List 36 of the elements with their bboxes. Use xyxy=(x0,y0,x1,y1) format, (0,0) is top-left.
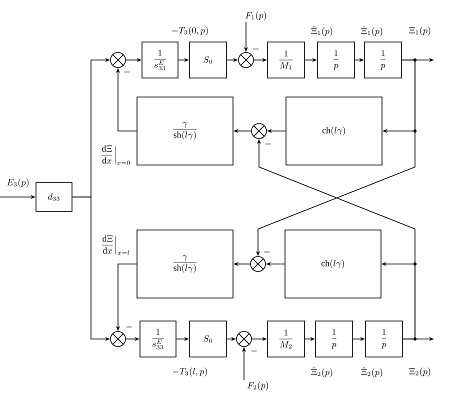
transfer-block: $\frac{\gamma}{\mathrm{sh}(l\gamma)}$ xyxy=(136,230,234,298)
derivative-label: $\left.\frac{\mathrm{d}\Xi}{\mathrm{d}x}\right|_{x=l}$ xyxy=(102,235,130,255)
summing-junction xyxy=(238,52,254,68)
input-label: $F_1(p)$ xyxy=(245,12,266,20)
summing-junction xyxy=(236,331,252,347)
signal-label: $\Xi_1(p)$ xyxy=(409,26,430,36)
signal-label: $\ddot{\Xi}_2(p)$ xyxy=(311,366,332,378)
transfer-block: $\frac{1}{M_2}$ xyxy=(267,320,305,358)
sign-label: $-$ xyxy=(126,326,132,328)
signal-label: $\dot{\Xi}_1(p)$ xyxy=(361,26,382,36)
transfer-block: $S_0$ xyxy=(189,320,227,358)
transfer-block: $\frac{1}{p}$ xyxy=(317,42,355,78)
input-label: $F_2(p)$ xyxy=(247,382,268,390)
signal-label: $E_3(p)$ xyxy=(7,178,28,188)
signal-label: $-T_3(l,p)$ xyxy=(172,368,207,376)
sign-label: $-$ xyxy=(251,350,257,352)
transfer-block: $S_0$ xyxy=(189,42,227,78)
transfer-block: $\mathrm{ch}(l\gamma)$ xyxy=(286,96,382,166)
signal-label: $\ddot{\Xi}_1(p)$ xyxy=(311,26,332,36)
transfer-block: $\mathrm{ch}(l\gamma)$ xyxy=(284,230,382,298)
transfer-block: $\frac{1}{M_1}$ xyxy=(267,42,305,78)
transfer-block: $d_{33}$ xyxy=(36,182,72,212)
transfer-block: $\frac{1}{s_{33}^{E}}$ xyxy=(140,320,176,358)
transfer-block: $\frac{1}{p}$ xyxy=(364,42,402,78)
signal-label: $-T_3(0,p)$ xyxy=(172,26,208,36)
signal-label: $\dot{\Xi}_2(p)$ xyxy=(361,366,382,378)
summing-junction xyxy=(110,52,126,68)
transfer-block: $\frac{1}{p}$ xyxy=(365,320,403,358)
signal-label: $\Xi_2(p)$ xyxy=(409,368,430,376)
summing-junction xyxy=(251,123,267,139)
transfer-block: $\frac{1}{p}$ xyxy=(315,320,353,358)
transfer-block: $\frac{\gamma}{\mathrm{sh}(l\gamma)}$ xyxy=(136,96,234,166)
summing-junction xyxy=(250,256,266,272)
summing-junction xyxy=(110,331,126,347)
sign-label: $-$ xyxy=(253,48,259,50)
transfer-block: $\frac{1}{s_{33}^{E}}$ xyxy=(142,42,178,78)
